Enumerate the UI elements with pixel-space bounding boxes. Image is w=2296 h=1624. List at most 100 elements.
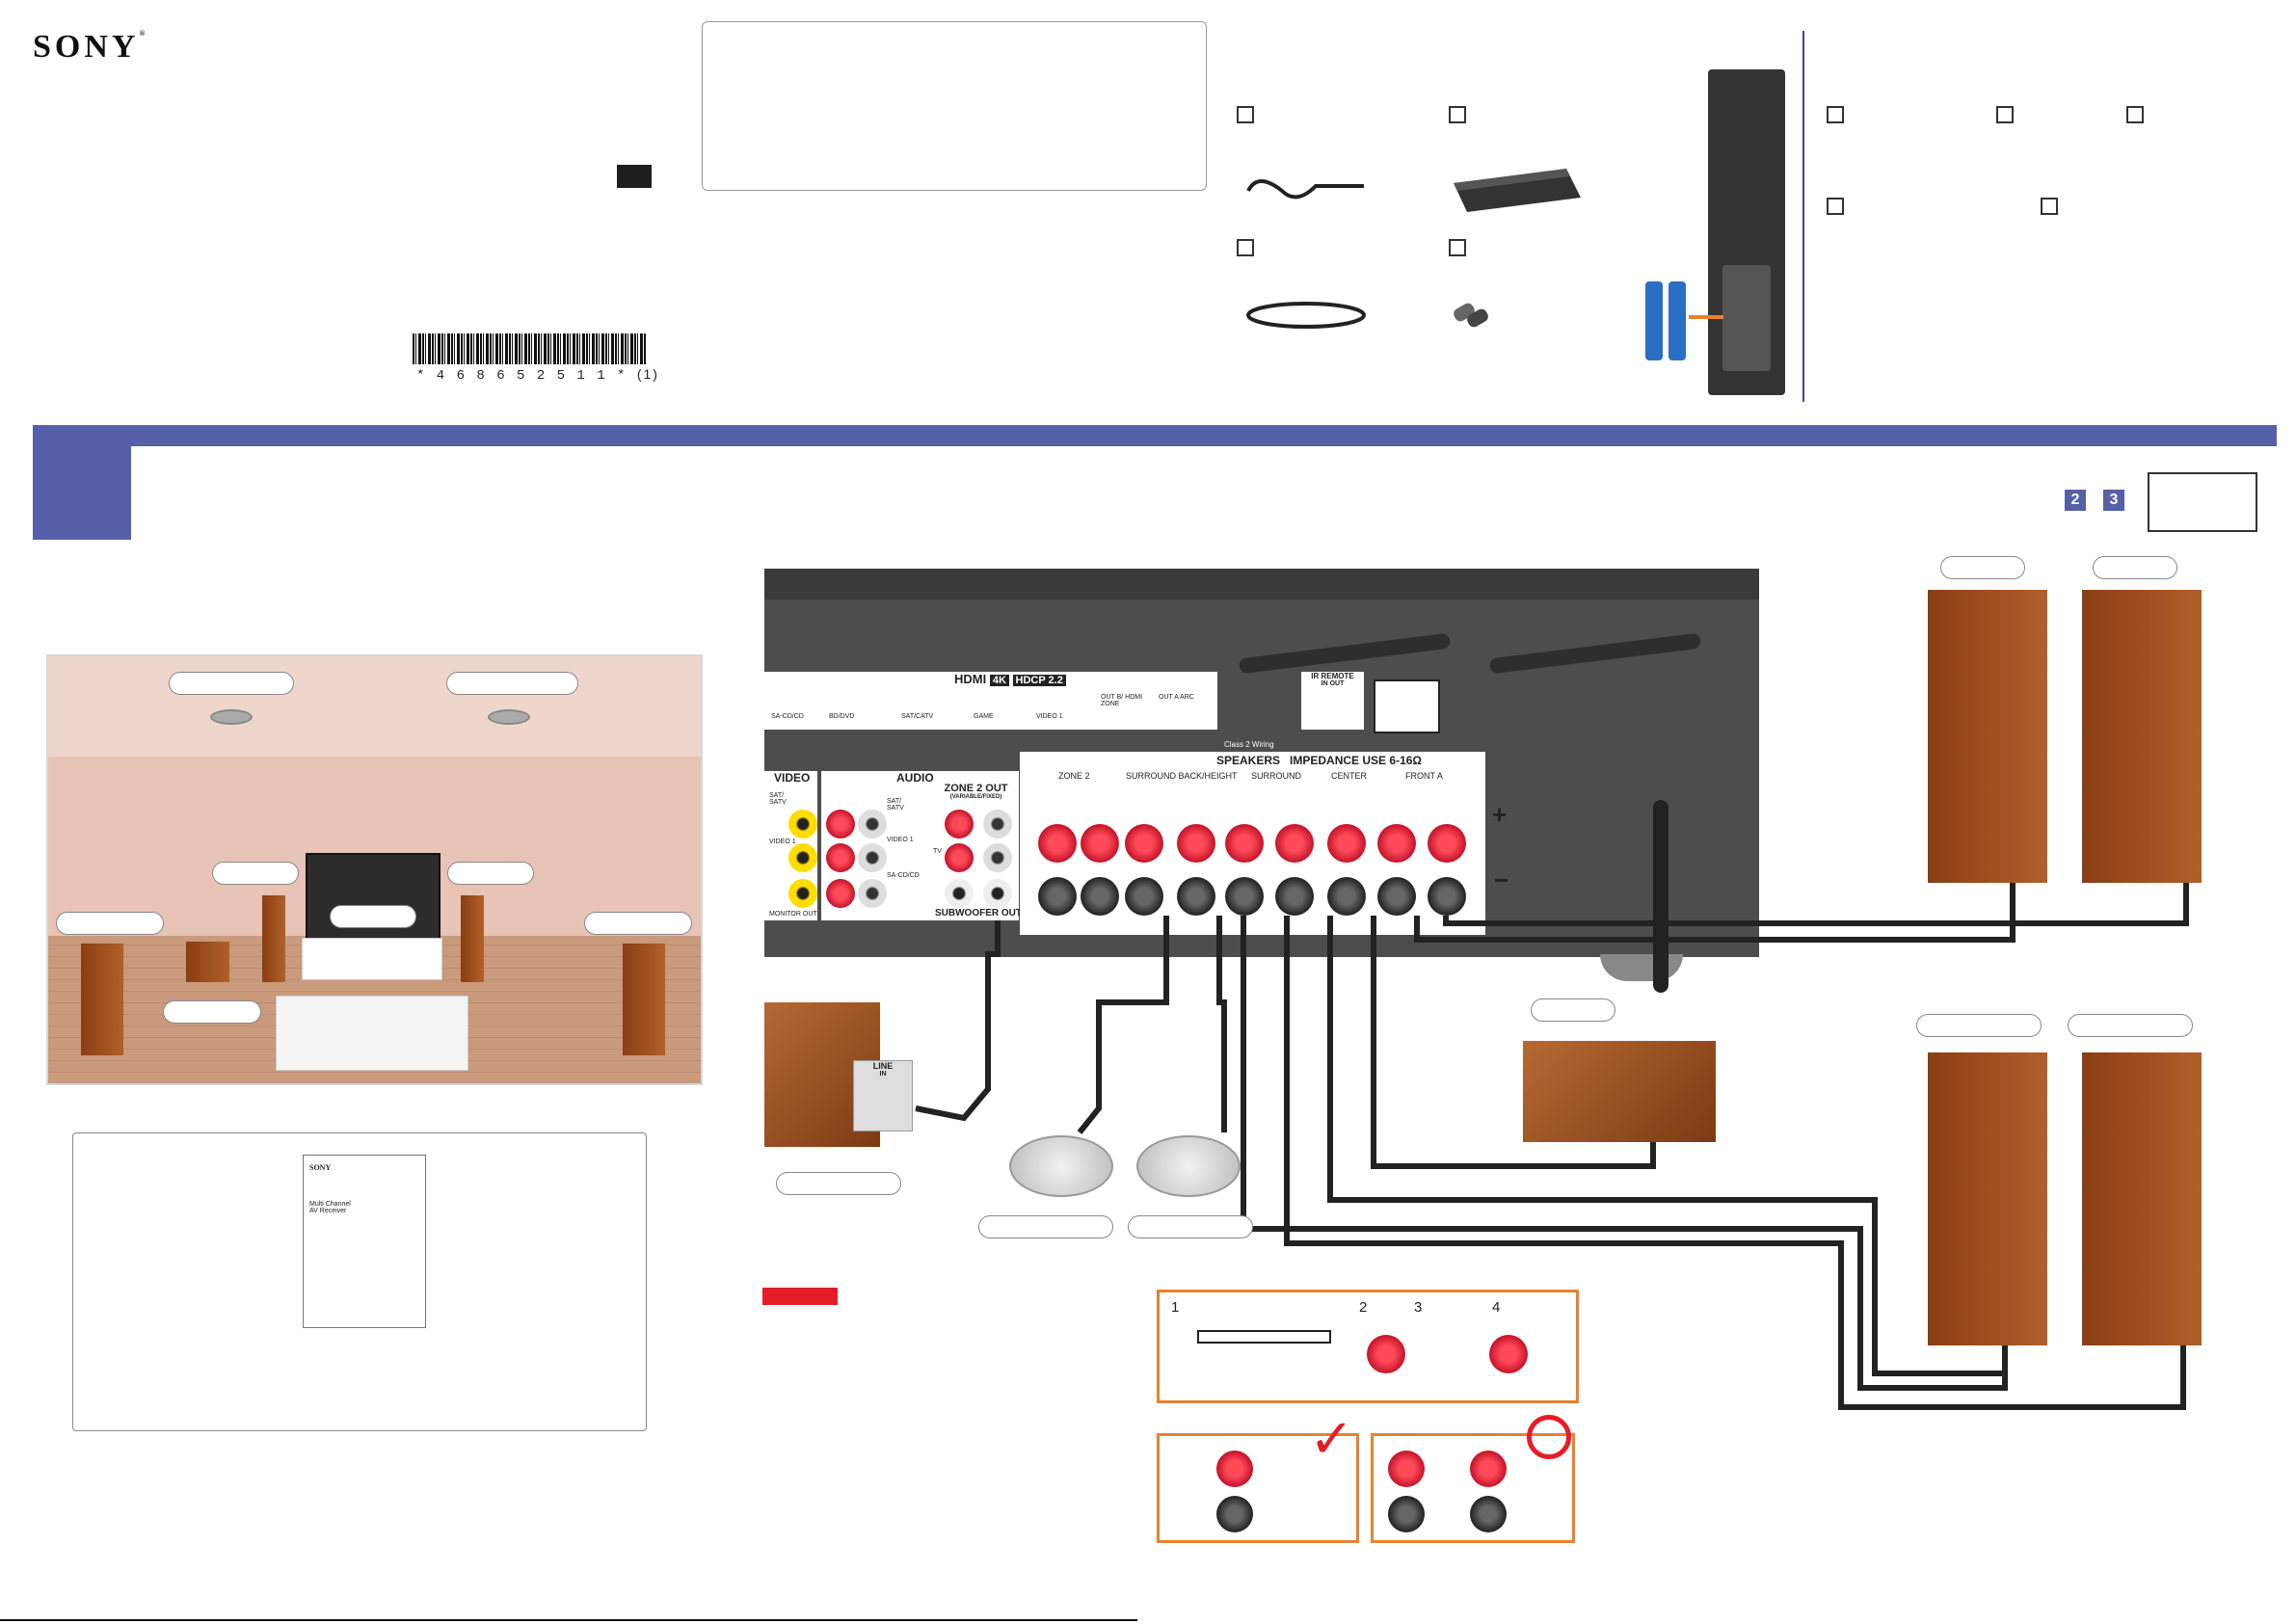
- checkbox-notes[interactable]: [2126, 106, 2144, 123]
- speaker-terminal-surround-r[interactable]: [1225, 824, 1264, 863]
- checkbox-guide[interactable]: [1827, 106, 1844, 123]
- speakers-label: SPEAKERS IMPEDANCE USE 6-16Ω: [1216, 754, 1423, 767]
- sofa: [276, 996, 468, 1071]
- audio-l-jack[interactable]: [858, 879, 887, 908]
- speaker-terminal-neg[interactable]: [1225, 877, 1264, 916]
- audio-sat-label: SAT/ SATV: [887, 798, 904, 812]
- audio-l-jack[interactable]: [858, 810, 887, 839]
- speaker-terminal-neg[interactable]: [1327, 877, 1366, 916]
- minus-label: −: [1494, 865, 1509, 894]
- section-band: [33, 425, 2277, 446]
- label-surround-right: [584, 912, 692, 935]
- audio-l-jack[interactable]: [858, 843, 887, 872]
- terminal-twist-icon: [1367, 1335, 1405, 1373]
- label-height-speaker-right: [1128, 1215, 1253, 1238]
- step-1: 1: [1171, 1299, 1180, 1316]
- video-jack[interactable]: [788, 843, 817, 872]
- checkbox-remote[interactable]: [1449, 106, 1466, 123]
- speaker-terminal-front-l[interactable]: [1428, 824, 1466, 863]
- audio-r-jack[interactable]: [826, 879, 855, 908]
- checkbox-batteries[interactable]: [1449, 239, 1466, 256]
- audio-label: AUDIO: [896, 771, 934, 785]
- center-label: CENTER: [1331, 771, 1368, 781]
- lan-port[interactable]: [1374, 679, 1440, 733]
- hdmi-in-sat[interactable]: SAT/CATV: [901, 713, 934, 720]
- speaker-terminal-neg[interactable]: [1428, 877, 1466, 916]
- subwoofer-out-label: SUBWOOFER OUT: [935, 908, 1022, 918]
- hdmi-in-game[interactable]: GAME: [974, 713, 994, 720]
- checkbox-warranty[interactable]: [1996, 106, 2014, 123]
- page-ref-2[interactable]: 2: [2065, 490, 2086, 511]
- zone2-r-jack[interactable]: [945, 810, 974, 839]
- surround-right-speaker: [2082, 1052, 2202, 1345]
- tv-r-jack[interactable]: [945, 843, 974, 872]
- monitor-out-jack[interactable]: [788, 879, 817, 908]
- hdmi-in-satcd[interactable]: SA-CD/CD: [771, 713, 804, 720]
- speaker-terminal-neg[interactable]: [1081, 877, 1119, 916]
- checkbox-antenna[interactable]: [1237, 106, 1254, 123]
- room-diagram: [46, 654, 703, 1085]
- audio-r-jack[interactable]: [826, 810, 855, 839]
- terminal-black-icon: [1216, 1496, 1253, 1532]
- checkbox-cable[interactable]: [1237, 239, 1254, 256]
- front-left-speaker: [1928, 590, 2047, 883]
- correct-connection-box: [1157, 1433, 1359, 1543]
- zone2-speaker-label: ZONE 2: [1058, 771, 1090, 781]
- video-in-video1: VIDEO 1: [769, 839, 796, 845]
- checkbox-card[interactable]: [2041, 198, 2058, 215]
- fm-antenna-icon: [1246, 179, 1364, 200]
- hdmi-in-bd[interactable]: BD/DVD: [829, 713, 855, 720]
- speaker-terminal-zone2-r[interactable]: [1038, 824, 1077, 863]
- speaker-terminal-zone2-l[interactable]: [1081, 824, 1119, 863]
- hdmi-out-a[interactable]: OUT A ARC: [1159, 694, 1194, 701]
- surround-label: SURROUND: [1251, 771, 1302, 781]
- label-surround-left: [56, 912, 164, 935]
- label-height-right: [446, 672, 578, 695]
- center-speaker: [1523, 1041, 1716, 1142]
- speaker-terminal-neg[interactable]: [1177, 877, 1215, 916]
- tv-l-jack[interactable]: [983, 843, 1012, 872]
- speaker-terminal-front-r[interactable]: [1377, 824, 1416, 863]
- subwoofer-out-jack[interactable]: [983, 879, 1012, 908]
- next-page-icon: [2148, 472, 2257, 532]
- speaker-terminal-neg[interactable]: [1038, 877, 1077, 916]
- terminal-red-icon: [1216, 1451, 1253, 1487]
- prohibited-icon: [1527, 1415, 1571, 1459]
- video-label: VIDEO: [774, 771, 811, 785]
- video-jack[interactable]: [788, 810, 817, 839]
- label-front-right-speaker: [2093, 556, 2177, 579]
- label-tv: [330, 905, 416, 928]
- zone2-l-jack[interactable]: [983, 810, 1012, 839]
- speaker-terminal-sb-l[interactable]: [1177, 824, 1215, 863]
- video-in-sat: SAT/ SATV: [769, 792, 787, 806]
- surround-right-speaker-icon: [623, 944, 665, 1055]
- audio-video1-label: VIDEO 1: [887, 837, 914, 843]
- receiver-foot: [1600, 954, 1683, 981]
- barcode-number: * 4 6 8 6 5 2 5 1 1 * (1): [416, 366, 659, 384]
- barcode: [413, 333, 646, 364]
- hdmi-in-video1[interactable]: VIDEO 1: [1036, 713, 1063, 720]
- checkbox-manual[interactable]: [1827, 198, 1844, 215]
- subwoofer-out-jack[interactable]: [945, 879, 974, 908]
- speaker-terminal-center[interactable]: [1327, 824, 1366, 863]
- speaker-terminal-neg[interactable]: [1125, 877, 1163, 916]
- ceiling-speaker-icon: [488, 709, 530, 725]
- speaker-terminal-neg[interactable]: [1377, 877, 1416, 916]
- speaker-terminal-sb-r[interactable]: [1125, 824, 1163, 863]
- hdmi-out-b[interactable]: OUT B/ HDMI ZONE: [1101, 694, 1143, 707]
- height-speaker-left: [1009, 1135, 1113, 1197]
- power-cord: [1653, 800, 1669, 993]
- tv-stand: [302, 938, 442, 980]
- audio-r-jack[interactable]: [826, 843, 855, 872]
- audio-tv-label: TV: [933, 848, 942, 855]
- monitor-out-label: MONITOR OUT: [769, 911, 817, 918]
- footer-line: [0, 1619, 1137, 1621]
- label-height-left: [169, 672, 294, 695]
- speaker-terminal-neg[interactable]: [1275, 877, 1314, 916]
- hdmi-label: HDMI 4K HDCP 2.2: [954, 672, 1066, 686]
- page-ref-3[interactable]: 3: [2103, 490, 2124, 511]
- speaker-terminal-surround-l[interactable]: [1275, 824, 1314, 863]
- terminal-black-icon: [1470, 1496, 1507, 1532]
- zone2-out-label: ZONE 2 OUT(VARIABLE/FIXED): [944, 783, 1008, 800]
